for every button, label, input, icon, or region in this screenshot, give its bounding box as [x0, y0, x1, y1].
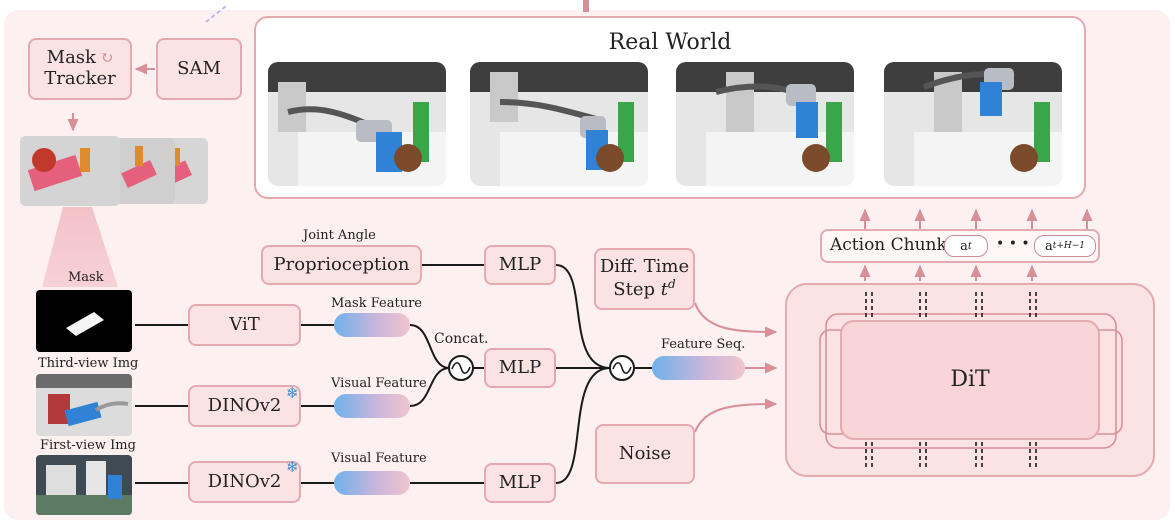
first-view-label: First-view Img	[40, 438, 136, 453]
joint-angle-label: Joint Angle	[303, 228, 376, 243]
top-dashed-arrow	[205, 5, 227, 23]
diff-time-box: Diff. Time Step td	[594, 248, 695, 310]
diff-time-line2: Step	[613, 279, 656, 300]
mask-feature-label: Mask Feature	[331, 296, 422, 311]
visual-feature-pill-top	[334, 394, 410, 418]
action-token-first-sub: t	[967, 240, 972, 252]
mask-tracker-line1: Mask	[46, 47, 96, 69]
mlp-box-bottom: MLP	[484, 463, 556, 503]
mask-input-image	[36, 290, 132, 352]
mlp-box-middle: MLP	[484, 348, 556, 388]
line-visual-feat-to-concat	[409, 367, 449, 407]
robot-photo-1	[268, 62, 446, 186]
robot-photo-2	[470, 62, 648, 186]
dit-label: DiT	[950, 367, 990, 393]
action-token-last-text: a	[1044, 238, 1053, 254]
mlp-label-top: MLP	[498, 253, 542, 275]
mask-tracker-box: Mask ↻ Tracker	[28, 38, 132, 100]
action-chunk-label: Action Chunk	[830, 235, 947, 256]
dinov2-box-bottom: DINOv2	[188, 461, 301, 503]
proprioception-label: Proprioception	[273, 253, 410, 275]
feature-seq-label: Feature Seq.	[661, 337, 746, 352]
arrow-noise-to-dit	[694, 398, 778, 433]
mask-overlay-img-1	[20, 136, 120, 206]
line-mlp-top-to-node	[555, 264, 611, 369]
mask-beam	[42, 207, 118, 287]
mask-overlay-img-2	[115, 138, 175, 204]
sam-label: SAM	[177, 57, 221, 79]
mlp-box-top: MLP	[484, 245, 556, 285]
arrow-time-to-dit	[694, 302, 778, 338]
third-view-image	[36, 374, 132, 436]
diff-time-line2-wrap: Step td	[613, 277, 676, 301]
dit-core: DiT	[840, 320, 1100, 440]
mlp-label-middle: MLP	[498, 356, 542, 378]
diff-time-superscript: d	[668, 277, 676, 291]
mask-tracker-line2: Tracker	[44, 68, 116, 89]
proprioception-box: Proprioception	[261, 245, 422, 285]
action-token-last-sub: t+H−1	[1052, 241, 1086, 251]
dinov2-box-top: DINOv2	[188, 385, 301, 427]
line-mask-feat-to-concat	[409, 324, 449, 369]
diff-time-symbol: t	[660, 279, 669, 300]
dinov2-label-top: DINOv2	[207, 394, 282, 416]
refresh-icon: ↻	[99, 48, 114, 68]
action-chunk-ellipsis: • • •	[996, 236, 1030, 252]
vit-label: ViT	[229, 313, 260, 335]
snowflake-icon: ❄	[286, 458, 299, 476]
robot-photo-4	[884, 62, 1062, 186]
mask-input-label: Mask	[68, 270, 104, 285]
line-mlp-bot-to-node	[555, 367, 611, 484]
mask-feature-pill	[334, 313, 410, 337]
snowflake-icon: ❄	[286, 384, 299, 402]
visual-feature-pill-bottom	[334, 471, 410, 495]
sam-box: SAM	[156, 38, 242, 100]
concat-label: Concat.	[434, 331, 489, 347]
third-view-label: Third-view Img	[38, 356, 139, 371]
diff-time-line1: Diff. Time	[599, 256, 690, 278]
real-world-title: Real World	[608, 30, 732, 55]
visual-feature-label-top: Visual Feature	[331, 376, 427, 391]
visual-feature-label-bottom: Visual Feature	[331, 451, 427, 466]
first-view-image	[36, 455, 132, 515]
dinov2-label-bottom: DINOv2	[207, 470, 282, 492]
vit-box: ViT	[188, 304, 301, 346]
mlp-label-bottom: MLP	[498, 471, 542, 493]
noise-box: Noise	[595, 424, 695, 484]
action-token-first-text: a	[960, 238, 968, 254]
robot-photo-3	[676, 62, 854, 186]
feature-seq-pill	[652, 356, 745, 380]
noise-label: Noise	[618, 442, 672, 464]
